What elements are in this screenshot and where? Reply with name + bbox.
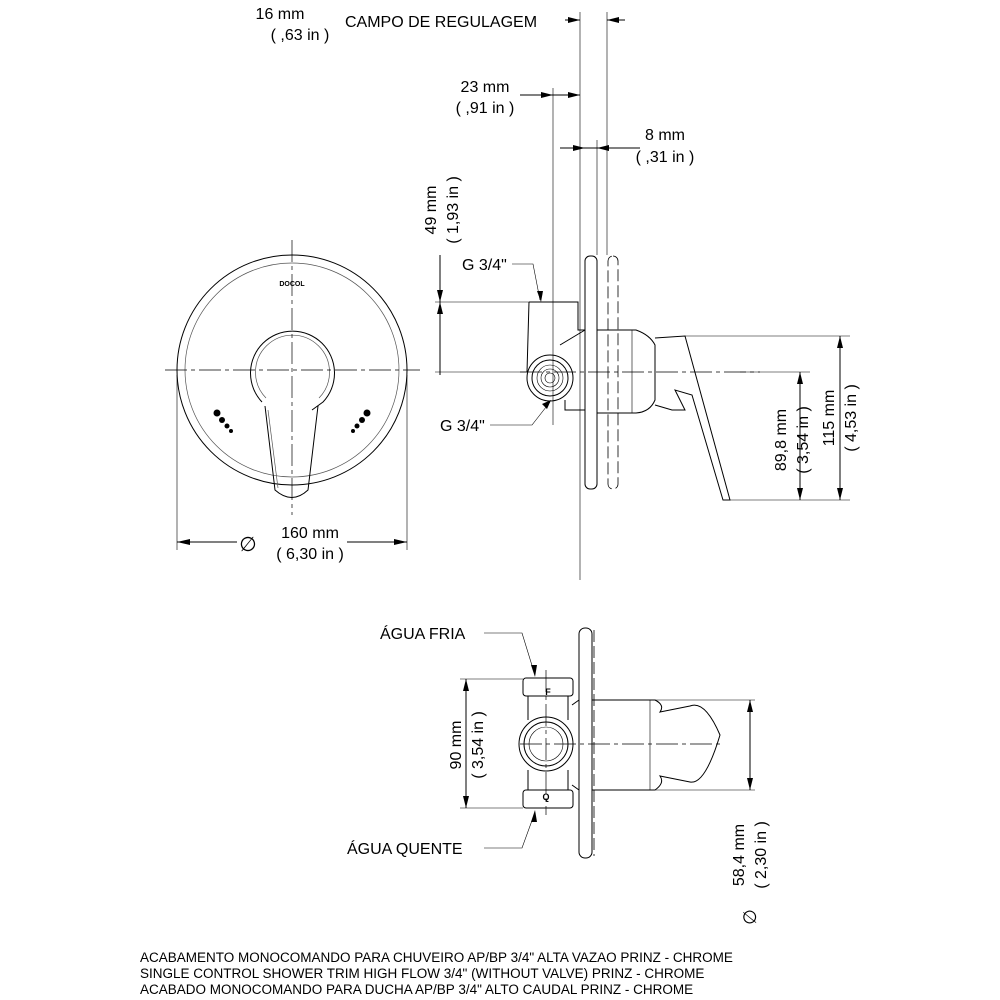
diameter-symbol: ∅: [239, 534, 256, 556]
plate-mm: 8 mm: [645, 127, 685, 144]
depth-in: ( ,91 in ): [456, 100, 515, 117]
diameter-mm: 160 mm: [281, 525, 339, 542]
description-pt: ACABAMENTO MONOCOMANDO PARA CHUVEIRO AP/…: [140, 950, 733, 965]
product-description: ACABAMENTO MONOCOMANDO PARA CHUVEIRO AP/…: [140, 950, 733, 997]
top-view: F Q ∅ 58,4 mm ( 2,30 in ) 90 mm ( 3,54 i…: [347, 624, 770, 925]
height-mm: 49 mm: [423, 186, 440, 235]
lever-in: ( 3,54 in ): [795, 406, 812, 474]
spacing-in: ( 3,54 in ): [470, 711, 487, 779]
total-mm: 115 mm: [821, 390, 838, 447]
thread-bottom-label: G 3/4": [440, 418, 485, 435]
adjust-mm: 16 mm: [256, 6, 305, 23]
lever-mm: 89,8 mm: [773, 409, 790, 471]
height-in: ( 1,93 in ): [445, 176, 462, 244]
side-view: 49 mm ( 1,93 in ) G 3/4" G 3/4" 89,8 mm …: [423, 176, 860, 501]
depth-mm: 23 mm: [461, 79, 510, 96]
hot-water-label: ÁGUA QUENTE: [347, 839, 463, 858]
description-es: ACABADO MONOCOMANDO PARA DUCHA AP/BP 3/4…: [140, 982, 693, 997]
plate-dimension: 8 mm ( ,31 in ): [560, 127, 694, 255]
total-in: ( 4,53 in ): [843, 384, 860, 452]
hot-indicator-dots: [351, 409, 371, 433]
diameter-in: ( 6,30 in ): [276, 546, 344, 563]
adjust-label: CAMPO DE REGULAGEM: [345, 14, 537, 31]
brand-logo: DOCOL: [279, 281, 305, 288]
cold-water-label: ÁGUA FRIA: [380, 624, 466, 643]
plate-in: ( ,31 in ): [636, 149, 695, 166]
cold-indicator-dots: [213, 409, 233, 433]
adjust-in: ( ,63 in ): [271, 27, 330, 44]
body-diameter-symbol: ∅: [740, 909, 760, 925]
body-mm: 58,4 mm: [731, 824, 748, 886]
hot-mark: Q: [542, 792, 549, 802]
thread-top-label: G 3/4": [462, 257, 507, 274]
front-view: DOCOL ∅ 160 mm ( 6,30 in ): [165, 240, 420, 563]
adjustment-range-dimension: 16 mm ( ,63 in ) CAMPO DE REGULAGEM: [256, 6, 625, 580]
description-en: SINGLE CONTROL SHOWER TRIM HIGH FLOW 3/4…: [140, 966, 704, 981]
body-in: ( 2,30 in ): [753, 821, 770, 889]
spacing-mm: 90 mm: [448, 721, 465, 770]
depth-dimension: 23 mm ( ,91 in ): [456, 79, 580, 425]
cold-mark: F: [545, 687, 551, 697]
